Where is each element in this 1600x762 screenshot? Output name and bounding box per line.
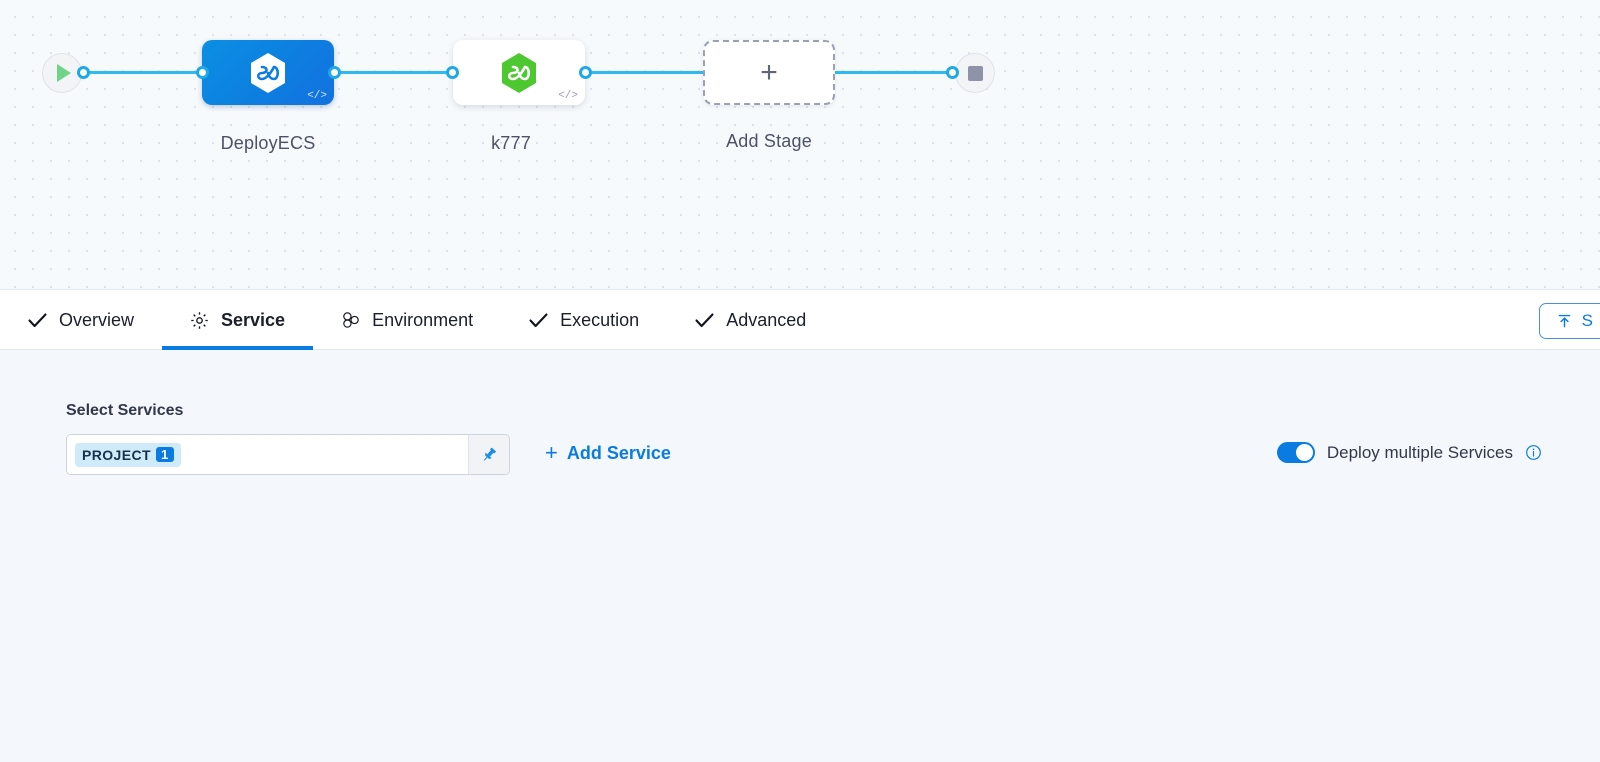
wire-start-to-deployecs <box>84 71 209 74</box>
pin-icon <box>480 446 498 464</box>
tab-label: Advanced <box>726 309 807 330</box>
scope-chip-project[interactable]: PROJECT 1 <box>75 442 181 467</box>
k777-output-port[interactable] <box>579 66 592 79</box>
scope-chip-label: PROJECT <box>82 446 151 463</box>
play-icon <box>57 64 71 82</box>
select-services-title: Select Services <box>66 402 184 419</box>
check-icon <box>695 312 715 328</box>
plus-icon: + <box>545 440 558 465</box>
deploy-multiple-services-row[interactable]: Deploy multiple Services <box>1276 442 1542 463</box>
scope-chip-count: 1 <box>155 447 174 462</box>
stage-config-tabbar: Overview Service Environment <box>0 290 1600 350</box>
deployecs-input-port[interactable] <box>196 66 209 79</box>
deploy-multiple-services-toggle[interactable] <box>1276 442 1315 463</box>
stage-label-deployecs: DeployECS <box>220 133 316 153</box>
service-tab-panel: Select Services PROJECT 1 <box>0 350 1600 762</box>
deploy-multiple-services-label: Deploy multiple Services <box>1326 442 1513 462</box>
gear-icon <box>190 311 210 330</box>
harness-cd-hexagon-icon <box>502 52 536 93</box>
add-service-button[interactable]: + Add Service <box>545 442 671 464</box>
stage-code-badge[interactable]: </> <box>307 90 327 102</box>
stage-node-deployecs[interactable]: </> <box>202 40 334 105</box>
tab-service[interactable]: Service <box>162 290 314 350</box>
stage-code-badge[interactable]: </> <box>558 90 578 102</box>
pipeline-canvas[interactable]: </> DeployECS </> k777 + Add Stage <box>0 0 1600 290</box>
add-stage-label: Add Stage <box>726 131 812 151</box>
select-services-field[interactable]: PROJECT 1 <box>66 434 510 475</box>
check-icon <box>28 312 48 328</box>
tab-overview[interactable]: Overview <box>0 290 162 350</box>
save-button-label: S <box>1581 311 1593 330</box>
upload-icon <box>1556 313 1573 330</box>
check-icon <box>529 312 549 328</box>
wire-addstage-to-end <box>828 71 963 74</box>
add-service-label: Add Service <box>566 442 671 463</box>
start-node-port[interactable] <box>77 66 90 79</box>
end-node-port[interactable] <box>946 66 959 79</box>
wire-deployecs-to-k777 <box>330 71 460 74</box>
select-services-input[interactable]: PROJECT 1 <box>67 435 468 474</box>
info-icon[interactable] <box>1525 444 1542 461</box>
k777-input-port[interactable] <box>446 66 459 79</box>
tab-label: Service <box>221 309 286 330</box>
tab-label: Overview <box>59 309 135 330</box>
harness-cd-hexagon-icon <box>251 52 285 93</box>
plus-icon: + <box>760 55 778 89</box>
start-node[interactable] <box>42 53 82 93</box>
add-stage-button[interactable]: + <box>703 40 835 105</box>
stage-node-k777[interactable]: </> <box>453 40 585 105</box>
save-button[interactable]: S <box>1538 303 1600 339</box>
stop-icon <box>967 65 983 81</box>
stage-label-k777: k777 <box>491 133 531 153</box>
end-node[interactable] <box>955 53 995 93</box>
tab-environment[interactable]: Environment <box>313 290 501 350</box>
deployecs-output-port[interactable] <box>328 66 341 79</box>
tab-label: Environment <box>372 309 474 330</box>
environment-cluster-icon <box>341 311 361 329</box>
tab-advanced[interactable]: Advanced <box>667 290 834 350</box>
select-services-pin-button[interactable] <box>468 435 509 474</box>
wire-k777-to-addstage <box>580 71 710 74</box>
tab-label: Execution <box>560 309 640 330</box>
tab-execution[interactable]: Execution <box>501 290 667 350</box>
